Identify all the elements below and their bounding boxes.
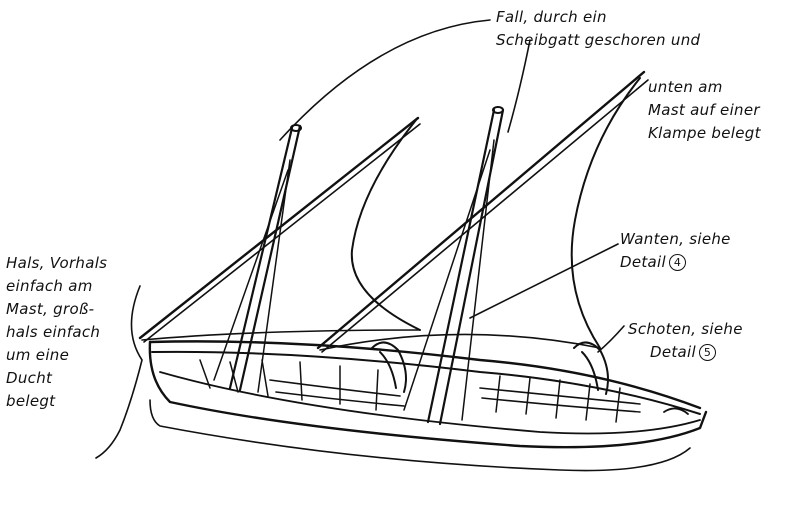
halyard-note-line-2: Scheibgatt geschoren und bbox=[496, 31, 701, 49]
tack-note-line-4: hals einfach bbox=[6, 323, 101, 341]
tack-leader bbox=[95, 285, 143, 459]
tack-note-line-1: Hals, Vorhals bbox=[6, 254, 108, 272]
halyard-note-line-1: Fall, durch ein bbox=[496, 8, 607, 26]
shrouds-detail-label: Detail bbox=[620, 253, 666, 271]
shrouds-note-line-1: Wanten, siehe bbox=[620, 230, 731, 248]
sheets-detail-label: Detail bbox=[650, 343, 696, 361]
shrouds-leader bbox=[469, 243, 619, 319]
halyard-note-cont: unten am Mast auf einer Klampe belegt bbox=[648, 76, 761, 145]
halyard-note-line-4: Mast auf einer bbox=[648, 101, 760, 119]
halyard-note: Fall, durch ein Scheibgatt geschoren und bbox=[496, 6, 700, 52]
hull bbox=[148, 340, 708, 472]
tack-note-line-7: belegt bbox=[6, 392, 56, 410]
tack-note: Hals, Vorhals einfach am Mast, groß- hal… bbox=[6, 252, 107, 413]
tack-note-line-2: einfach am bbox=[6, 277, 93, 295]
main-mast bbox=[403, 106, 505, 426]
halyard-leader-2 bbox=[507, 39, 531, 133]
sheets-leader bbox=[597, 325, 625, 353]
fore-sail bbox=[138, 116, 421, 343]
halyard-leader bbox=[279, 19, 491, 141]
halyard-note-line-5: Klampe belegt bbox=[648, 124, 761, 142]
fore-mast bbox=[213, 124, 302, 393]
leader-lines bbox=[95, 19, 625, 459]
halyard-note-line-3: unten am bbox=[648, 78, 723, 96]
tack-note-line-6: Ducht bbox=[6, 369, 53, 387]
shrouds-detail-ref: 4 bbox=[669, 254, 686, 271]
tack-note-line-5: um eine bbox=[6, 346, 70, 364]
sheets-note-line-1: Schoten, siehe bbox=[628, 320, 743, 338]
sheets-detail-ref: 5 bbox=[699, 344, 716, 361]
tack-note-line-3: Mast, groß- bbox=[6, 300, 95, 318]
